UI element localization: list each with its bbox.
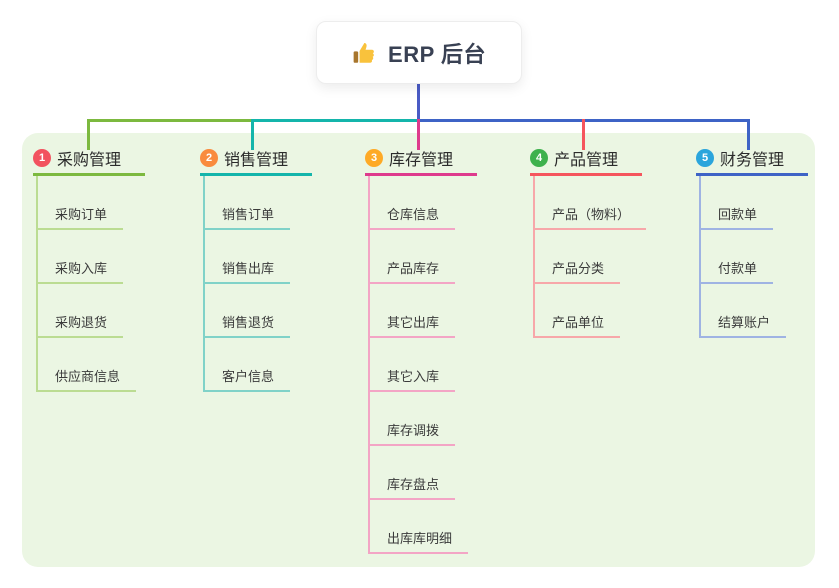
child-node[interactable]: 库存盘点 bbox=[370, 446, 456, 500]
branch-label: 采购管理 bbox=[57, 151, 122, 169]
mindmap-background-panel bbox=[22, 133, 815, 567]
child-node-label: 采购入库 bbox=[55, 261, 108, 276]
branch-number-badge: 3 bbox=[365, 148, 383, 167]
child-node[interactable]: 产品（物料） bbox=[535, 176, 647, 230]
branch-node-3[interactable]: 3 库存管理 bbox=[365, 147, 477, 176]
child-node-label: 仓库信息 bbox=[387, 207, 440, 222]
child-node-label: 付款单 bbox=[718, 261, 758, 276]
child-node-label: 其它入库 bbox=[387, 369, 440, 384]
child-node[interactable]: 采购退货 bbox=[38, 284, 124, 338]
branch-children-4: 产品（物料） 产品分类产品单位 bbox=[533, 176, 647, 338]
child-node-label: 产品分类 bbox=[552, 261, 605, 276]
connector-bus-segment bbox=[251, 119, 418, 122]
child-node[interactable]: 付款单 bbox=[701, 230, 774, 284]
child-node[interactable]: 回款单 bbox=[701, 176, 774, 230]
child-node[interactable]: 产品单位 bbox=[535, 284, 621, 338]
branch-children-2: 销售订单销售出库销售退货客户信息 bbox=[203, 176, 291, 392]
root-node-label: ERP 后台 bbox=[388, 41, 486, 67]
branch-node-1[interactable]: 1 采购管理 bbox=[33, 147, 145, 176]
branch-label: 产品管理 bbox=[554, 151, 619, 169]
child-node[interactable]: 库存调拨 bbox=[370, 392, 456, 446]
child-node[interactable]: 出库库明细 bbox=[370, 500, 469, 554]
child-node-label: 销售出库 bbox=[222, 261, 275, 276]
connector-root-drop bbox=[417, 84, 420, 122]
child-node-label: 库存调拨 bbox=[387, 423, 440, 438]
branch-number-badge: 1 bbox=[33, 148, 51, 167]
child-node[interactable]: 产品库存 bbox=[370, 230, 456, 284]
child-node[interactable]: 其它出库 bbox=[370, 284, 456, 338]
child-node-label: 产品库存 bbox=[387, 261, 440, 276]
child-node-label: 销售退货 bbox=[222, 315, 275, 330]
branch-node-2[interactable]: 2 销售管理 bbox=[200, 147, 312, 176]
child-node-label: 客户信息 bbox=[222, 369, 275, 384]
child-node[interactable]: 供应商信息 bbox=[38, 338, 137, 392]
branch-number-badge: 5 bbox=[696, 148, 714, 167]
branch-children-5: 回款单付款单结算账户 bbox=[699, 176, 787, 338]
child-node[interactable]: 销售退货 bbox=[205, 284, 291, 338]
root-node[interactable]: ERP 后台 bbox=[316, 21, 522, 84]
connector-branch-drop bbox=[87, 119, 90, 150]
child-node[interactable]: 销售订单 bbox=[205, 176, 291, 230]
child-node[interactable]: 仓库信息 bbox=[370, 176, 456, 230]
connector-branch-drop bbox=[417, 119, 420, 150]
child-node-label: 结算账户 bbox=[718, 315, 771, 330]
connector-branch-drop bbox=[251, 119, 254, 150]
child-node[interactable]: 结算账户 bbox=[701, 284, 787, 338]
child-node-label: 其它出库 bbox=[387, 315, 440, 330]
branch-label: 财务管理 bbox=[720, 151, 785, 169]
child-node-label: 采购退货 bbox=[55, 315, 108, 330]
child-node-label: 出库库明细 bbox=[387, 531, 453, 546]
connector-branch-drop bbox=[582, 119, 585, 150]
branch-number-badge: 4 bbox=[530, 148, 548, 167]
branch-children-3: 仓库信息产品库存其它出库其它入库库存调拨库存盘点出库库明细 bbox=[368, 176, 469, 554]
child-node[interactable]: 产品分类 bbox=[535, 230, 621, 284]
child-node-label: 供应商信息 bbox=[55, 369, 121, 384]
child-node-label: 库存盘点 bbox=[387, 477, 440, 492]
child-node-label: 销售订单 bbox=[222, 207, 275, 222]
branch-children-1: 采购订单采购入库采购退货供应商信息 bbox=[36, 176, 137, 392]
child-node[interactable]: 销售出库 bbox=[205, 230, 291, 284]
connector-bus-segment bbox=[87, 119, 253, 122]
child-node[interactable]: 客户信息 bbox=[205, 338, 291, 392]
child-node[interactable]: 采购订单 bbox=[38, 176, 124, 230]
connector-branch-drop bbox=[747, 119, 750, 150]
child-node[interactable]: 采购入库 bbox=[38, 230, 124, 284]
child-node-label: 采购订单 bbox=[55, 207, 108, 222]
branch-label: 销售管理 bbox=[224, 151, 289, 169]
thumbs-up-icon bbox=[352, 40, 378, 66]
branch-node-5[interactable]: 5 财务管理 bbox=[696, 147, 808, 176]
branch-node-4[interactable]: 4 产品管理 bbox=[530, 147, 642, 176]
branch-number-badge: 2 bbox=[200, 148, 218, 167]
child-node-label: 产品（物料） bbox=[552, 207, 631, 222]
child-node-label: 回款单 bbox=[718, 207, 758, 222]
branch-label: 库存管理 bbox=[389, 151, 454, 169]
child-node[interactable]: 其它入库 bbox=[370, 338, 456, 392]
child-node-label: 产品单位 bbox=[552, 315, 605, 330]
